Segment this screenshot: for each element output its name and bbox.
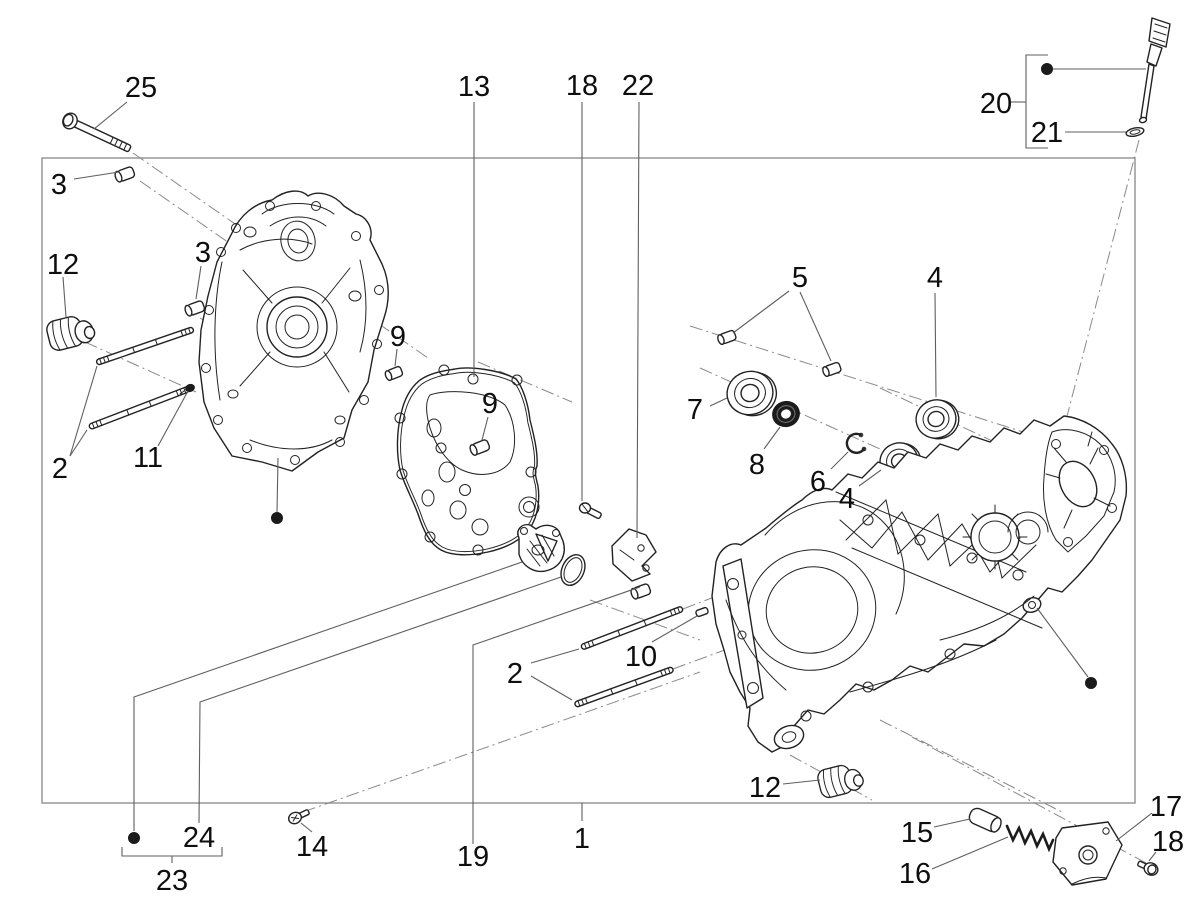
callout-2b: 2: [507, 658, 523, 690]
callout-10: 10: [625, 641, 657, 673]
callout-3a: 3: [51, 169, 67, 201]
callout-11: 11: [133, 442, 163, 474]
water-pump-rotor: [517, 523, 565, 572]
left-crankcase-half: [198, 190, 389, 472]
callout-22: 22: [622, 70, 654, 102]
right-crankcase-half: [711, 415, 1128, 753]
leader-lines: [62, 101, 1157, 870]
callout-20: 20: [980, 88, 1012, 120]
callout-25: 25: [125, 72, 157, 104]
callout-12b: 12: [749, 772, 781, 804]
circlip-6: [845, 432, 867, 454]
cylinder-mount-flange: [1043, 429, 1117, 553]
bearing-7: [726, 370, 778, 417]
callout-17: 17: [1150, 791, 1182, 823]
frame-border: [41, 157, 1136, 804]
mount-bushing-12-left: [46, 316, 96, 351]
callout-1: 1: [574, 823, 590, 855]
callout-21: 21: [1031, 117, 1063, 149]
callout-18a: 18: [566, 70, 598, 102]
cover-plate-17: [1052, 821, 1123, 886]
left-bracket-arm: [722, 558, 764, 709]
stud-2-lower-right: [574, 666, 674, 708]
callout-4b: 4: [839, 483, 855, 515]
callout-labels: 25 3 12 3 2 11 9 9 13 18 22 5 4 7 8 6 4 …: [47, 70, 1184, 897]
callout-12a: 12: [47, 249, 79, 281]
callout-4a: 4: [927, 262, 943, 294]
assembly-dots: [128, 63, 1146, 844]
group-bracket-20: [1011, 54, 1048, 149]
callout-15: 15: [901, 817, 933, 849]
callout-9b: 9: [482, 388, 498, 420]
callout-2a: 2: [52, 453, 68, 485]
callout-6: 6: [810, 466, 826, 498]
o-ring-24: [560, 554, 586, 586]
dowel-5-right: [822, 361, 842, 378]
case-ribs: [214, 238, 367, 450]
dowel-3-lower: [184, 300, 206, 317]
callout-16: 16: [899, 858, 931, 890]
callout-13: 13: [458, 71, 490, 103]
callout-8: 8: [749, 449, 765, 481]
screw-14: [287, 809, 310, 825]
case-bolt-holes: [201, 201, 384, 465]
group-bracket-23: [121, 847, 223, 863]
screw-18-center: [578, 502, 602, 520]
crankcase-gasket: [394, 364, 540, 556]
callout-24: 24: [183, 822, 215, 854]
callout-9a: 9: [390, 321, 406, 353]
bearing-4-upper: [915, 399, 960, 440]
callout-7: 7: [687, 394, 703, 426]
callout-23: 23: [156, 865, 188, 897]
bushing-center: [630, 583, 652, 600]
callout-18b: 18: [1152, 826, 1184, 858]
dowel-5-left: [717, 329, 737, 346]
stud-2-upper-left: [95, 326, 195, 366]
dowel-9-left: [384, 365, 404, 382]
stud-2-upper-right: [580, 606, 684, 650]
spring-16: [1005, 824, 1055, 853]
bolt-25: [62, 112, 132, 153]
dowel-9-center: [469, 439, 491, 456]
callout-5: 5: [792, 262, 808, 294]
callout-3b: 3: [195, 237, 211, 269]
mount-bushing-12-right: [817, 764, 864, 799]
gasket-holes: [394, 364, 540, 556]
dowel-3-upper: [114, 166, 136, 183]
oil-dipstick: [1138, 17, 1171, 124]
pin-10: [695, 606, 709, 618]
bracket-plate-22: [611, 528, 657, 582]
callout-14: 14: [296, 831, 328, 863]
o-ring-21: [1125, 126, 1145, 138]
callout-19: 19: [457, 841, 489, 873]
stud-2-lower-left: [88, 386, 190, 430]
bolt-18-right: [1137, 860, 1159, 876]
dowel-bolt-11: [179, 383, 195, 395]
oil-plunger-15: [968, 807, 1002, 833]
oil-seal-8: [772, 400, 800, 428]
